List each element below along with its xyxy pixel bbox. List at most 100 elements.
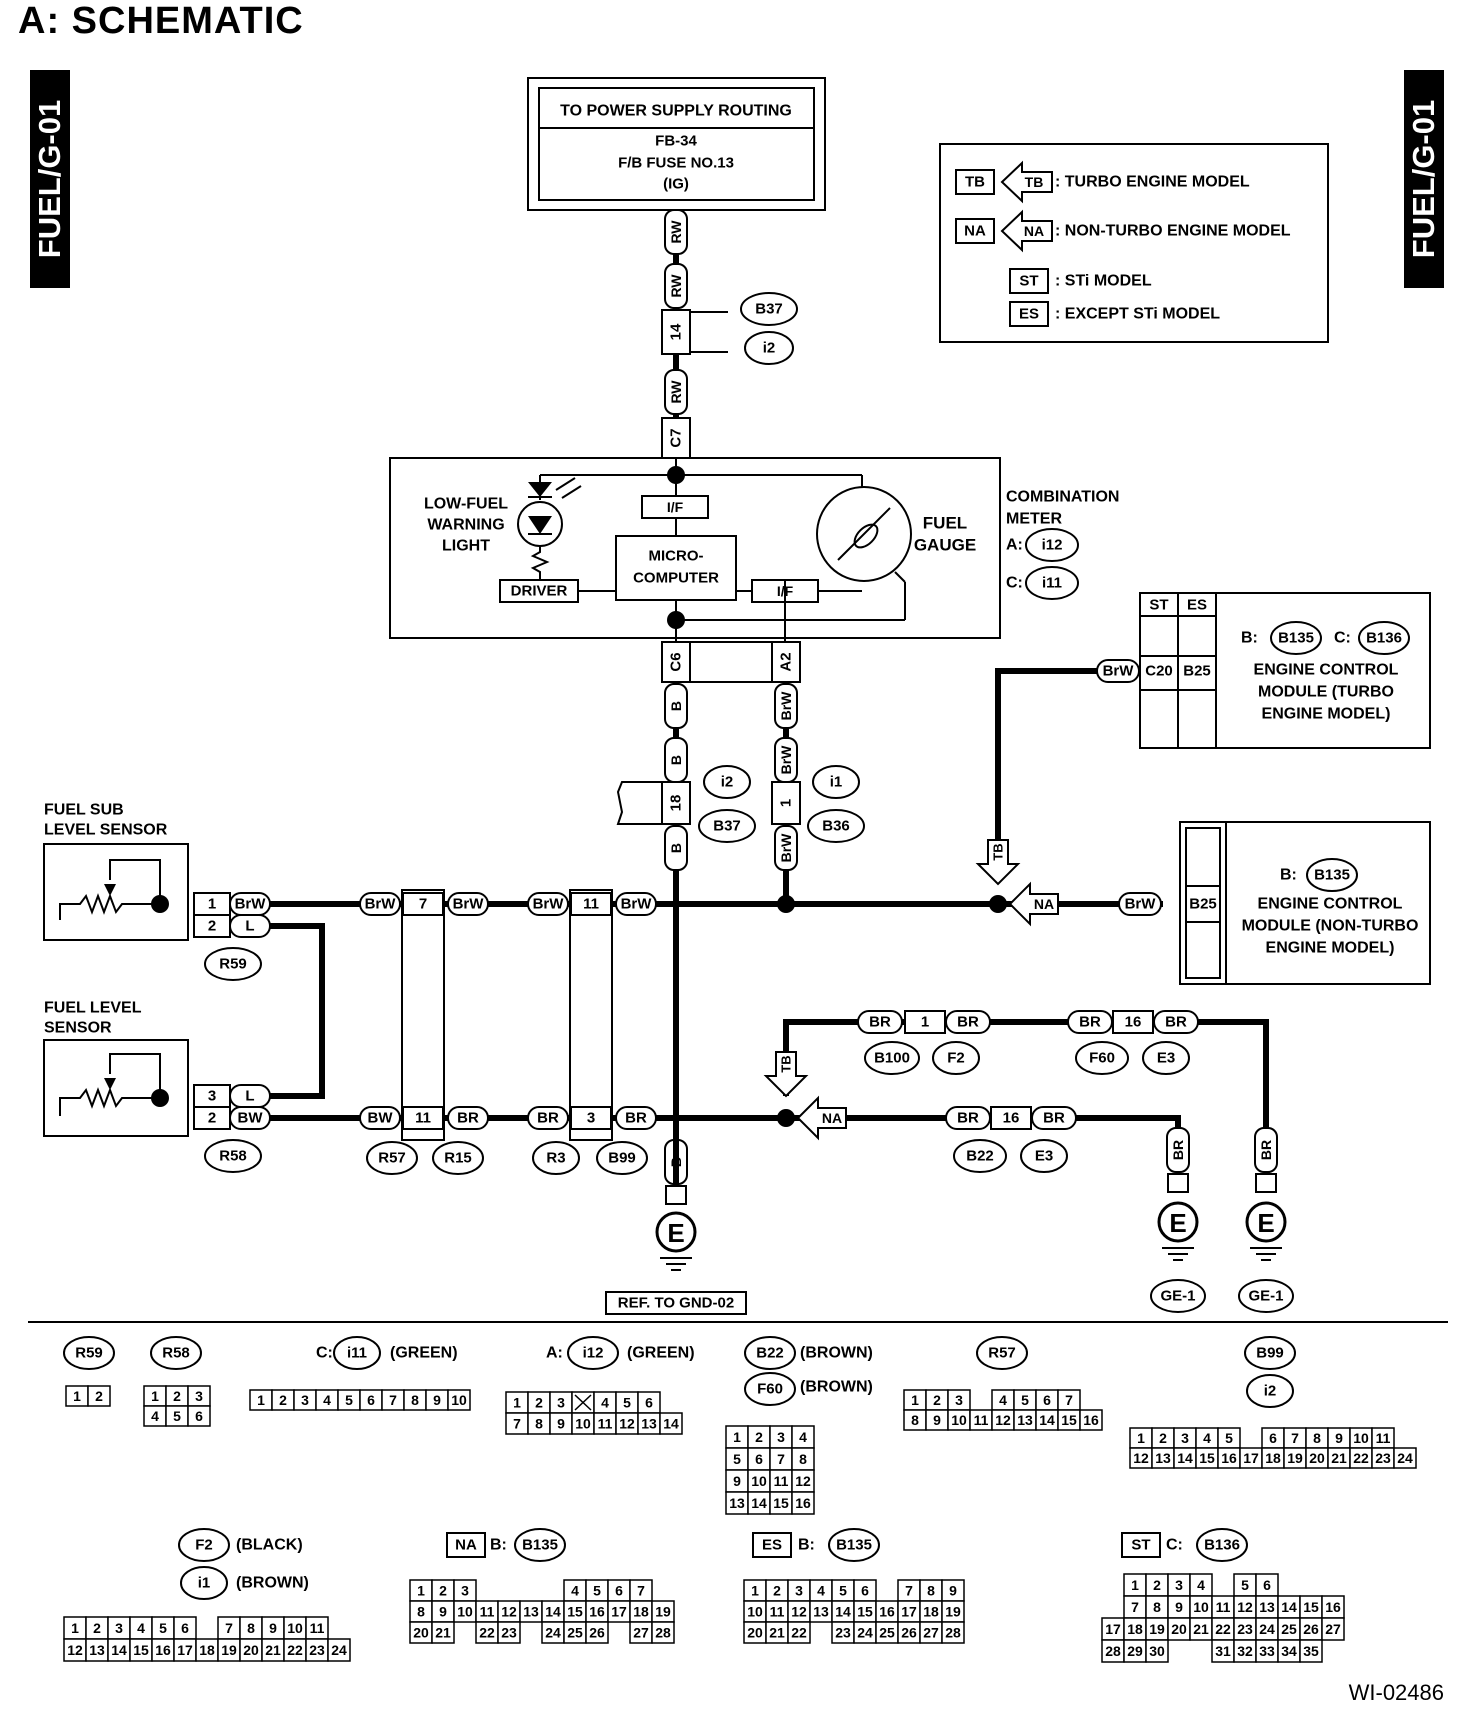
face-f2 xyxy=(178,1528,230,1562)
connector-r57-r15 xyxy=(401,889,445,1141)
face-st-grid-cell xyxy=(1145,1639,1169,1663)
pin-c7-text: C7 xyxy=(668,428,685,447)
face-r58-grid-pin: 2 xyxy=(173,1388,181,1404)
connector-r59 xyxy=(204,947,262,981)
face-es-grid-cell xyxy=(787,1621,811,1644)
face-st-grid-cell xyxy=(1321,1617,1345,1641)
face-st-grid-pin: 22 xyxy=(1215,1621,1231,1637)
face-r58-grid-pin: 4 xyxy=(151,1408,159,1424)
face-es-grid-pin: 14 xyxy=(835,1604,851,1620)
fuel-gauge-label: GAUGE xyxy=(914,536,976,555)
legend-tb-code xyxy=(955,169,995,195)
face-r57-grid-pin: 10 xyxy=(951,1412,967,1428)
face-i12-grid-pin: 1 xyxy=(513,1395,521,1411)
face-f2-grid-pin: 10 xyxy=(287,1620,303,1636)
wire-br-tag-text: BR xyxy=(1079,1014,1101,1031)
face-st-prefix: C: xyxy=(1166,1537,1183,1554)
face-r57-grid-pin: 8 xyxy=(911,1412,919,1428)
face-b22-grid-pin: 4 xyxy=(799,1429,807,1445)
connector-r57-text: R57 xyxy=(378,1150,406,1167)
microcomputer-label: MICRO- xyxy=(649,548,704,565)
face-b99-grid-pin: 19 xyxy=(1287,1450,1303,1466)
ground-e-main xyxy=(655,1211,697,1253)
face-na-grid-pin: 13 xyxy=(523,1604,539,1620)
face-st-grid-pin: 7 xyxy=(1131,1599,1139,1615)
face-f2-grid-pin: 19 xyxy=(221,1642,237,1658)
wire-br-tag xyxy=(857,1010,903,1034)
connector-i2 xyxy=(744,331,794,365)
power-supply-line: F/B FUSE NO.13 xyxy=(618,155,734,172)
connector-b22-text: B22 xyxy=(966,1148,994,1165)
legend-es-code xyxy=(1009,301,1049,327)
face-na-grid-cell xyxy=(585,1621,609,1644)
face-i11-grid-pin: 1 xyxy=(257,1392,265,1408)
connector-r15-text: R15 xyxy=(444,1150,472,1167)
sensor-wiper xyxy=(109,1053,161,1098)
face-es-grid-pin: 15 xyxy=(857,1604,873,1620)
face-b22 xyxy=(744,1336,796,1370)
connector-f2-text: F2 xyxy=(947,1050,965,1067)
meter-internal-wire xyxy=(894,571,906,583)
connector-r3-text: R3 xyxy=(546,1150,565,1167)
face-f2-grid-pin: 11 xyxy=(310,1620,325,1636)
face-na-grid-pin: 10 xyxy=(457,1604,473,1620)
face-b22-grid-pin: 15 xyxy=(773,1495,789,1511)
legend-tb-arrow-text: TB xyxy=(1025,174,1044,190)
face-es-grid-pin: 7 xyxy=(905,1583,913,1599)
connector-b37 xyxy=(740,292,798,326)
face-st-grid-pin: 32 xyxy=(1237,1643,1253,1659)
legend-na-arrow xyxy=(1000,209,1053,253)
face-st-grid-pin: 1 xyxy=(1131,1577,1139,1593)
figure-id: WI-02486 xyxy=(1348,1680,1444,1705)
face-st-grid-pin: 2 xyxy=(1153,1577,1161,1593)
junction-brw xyxy=(989,895,1007,913)
face-f2-grid-pin: 6 xyxy=(181,1620,189,1636)
page-title: A: SCHEMATIC xyxy=(18,0,304,42)
fuel-sub-resistor xyxy=(59,893,160,920)
face-i12-grid-cell xyxy=(659,1412,683,1435)
gauge-coil-icon xyxy=(853,523,879,549)
fuel-level-sensor-box xyxy=(43,1039,189,1137)
blocked-pin xyxy=(574,1394,592,1411)
connector-f60-text: F60 xyxy=(1089,1050,1115,1067)
face-i11-grid-pin: 6 xyxy=(367,1392,375,1408)
connector-i1 xyxy=(812,765,860,799)
face-f2-grid-pin: 13 xyxy=(89,1642,105,1658)
face-r57-grid-pin: 13 xyxy=(1017,1412,1033,1428)
face-b99 xyxy=(1244,1336,1296,1370)
face-st-grid-pin: 10 xyxy=(1193,1599,1209,1615)
legend-na-text: : NON-TURBO ENGINE MODEL xyxy=(1055,223,1291,240)
face-b99-grid-pin: 18 xyxy=(1265,1450,1281,1466)
ecm-connector-b136 xyxy=(1358,621,1410,655)
face-f2-grid-cell xyxy=(327,1638,351,1662)
face-es-b135-text: B135 xyxy=(836,1537,872,1554)
low-fuel-label: WARNING xyxy=(427,517,504,534)
face-i12-grid-pin: 6 xyxy=(645,1395,653,1411)
face-es-grid-pin: 6 xyxy=(861,1583,869,1599)
sensor-node xyxy=(151,1089,169,1107)
wire-brw-tag-text: BrW xyxy=(778,745,794,775)
legend-tb-arrow xyxy=(1000,160,1053,204)
face-f2-grid-pin: 7 xyxy=(225,1620,233,1636)
face-i12-grid-pin: 5 xyxy=(623,1395,631,1411)
face-i11-prefix: C: xyxy=(316,1345,333,1362)
face-st-grid-pin: 33 xyxy=(1259,1643,1275,1659)
face-r57-grid-pin: 9 xyxy=(933,1412,941,1428)
face-r57-grid-pin: 2 xyxy=(933,1392,941,1408)
face-na-grid-pin: 24 xyxy=(545,1625,561,1641)
meter-connector-i12-text: i12 xyxy=(1042,537,1063,554)
face-na-code-text: NA xyxy=(455,1537,477,1554)
connector-r15 xyxy=(432,1141,484,1175)
face-b99-grid-pin: 22 xyxy=(1353,1450,1369,1466)
face-st-grid-pin: 17 xyxy=(1105,1621,1121,1637)
fuel-level-sensor-title: FUEL LEVEL xyxy=(44,1000,142,1017)
legend-na-code xyxy=(955,218,995,244)
face-es-code-text: ES xyxy=(762,1537,782,1554)
connector-edge xyxy=(616,781,662,825)
face-b22-grid-pin: 1 xyxy=(733,1429,741,1445)
face-b22-grid-pin: 16 xyxy=(795,1495,811,1511)
face-i12-grid-pin: 13 xyxy=(641,1416,657,1432)
driver-label: DRIVER xyxy=(511,583,568,600)
connector-b100-text: B100 xyxy=(874,1050,910,1067)
face-f2-grid-pin: 15 xyxy=(133,1642,149,1658)
